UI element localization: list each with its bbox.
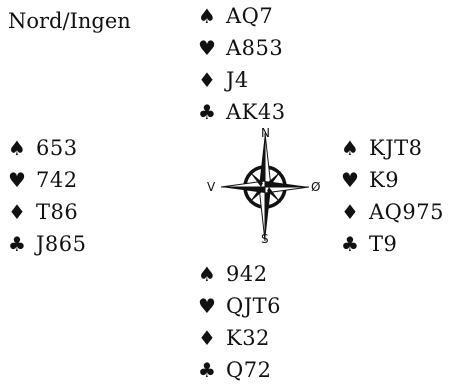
east-clubs-row: ♣ T9 [341,228,444,260]
heart-icon: ♥ [198,294,216,318]
south-spades: 942 [226,262,268,286]
west-hand: ♠ 653 ♥ 742 ♦ T86 ♣ J865 [8,132,87,260]
south-clubs: Q72 [226,358,272,382]
south-spades-row: ♠ 942 [198,258,281,290]
spade-icon: ♠ [8,136,26,160]
club-icon: ♣ [198,358,216,382]
south-hearts: QJT6 [226,294,282,318]
east-diamonds: AQ975 [369,200,444,224]
compass-south-label: S [261,232,269,246]
diamond-icon: ♦ [198,68,216,92]
east-spades-row: ♠ KJT8 [341,132,444,164]
north-diamonds-row: ♦ J4 [198,64,286,96]
east-spades: KJT8 [369,136,423,160]
spade-icon: ♠ [341,136,359,160]
north-spades-row: ♠ AQ7 [198,0,286,32]
south-clubs-row: ♣ Q72 [198,354,281,386]
spade-icon: ♠ [198,4,216,28]
dealer-vulnerability-label: Nord/Ingen [8,9,131,33]
compass-north-label: N [261,126,270,140]
west-hearts: 742 [36,168,78,192]
south-hand: ♠ 942 ♥ QJT6 ♦ K32 ♣ Q72 [198,258,281,386]
club-icon: ♣ [341,232,359,256]
north-clubs: AK43 [226,100,286,124]
heart-icon: ♥ [8,168,26,192]
north-hand: ♠ AQ7 ♥ A853 ♦ J4 ♣ AK43 [198,0,286,128]
east-diamonds-row: ♦ AQ975 [341,196,444,228]
heart-icon: ♥ [341,168,359,192]
heart-icon: ♥ [198,36,216,60]
south-diamonds: K32 [226,326,270,350]
west-spades-row: ♠ 653 [8,132,87,164]
compass-rose-icon: N S Ø V [207,126,320,246]
east-hearts: K9 [369,168,400,192]
west-clubs-row: ♣ J865 [8,228,87,260]
east-hearts-row: ♥ K9 [341,164,444,196]
club-icon: ♣ [8,232,26,256]
north-spades: AQ7 [226,4,274,28]
north-diamonds: J4 [226,68,249,92]
diamond-icon: ♦ [341,200,359,224]
diamond-icon: ♦ [8,200,26,224]
diamond-icon: ♦ [198,326,216,350]
compass-east-label: Ø [311,180,320,194]
north-hearts-row: ♥ A853 [198,32,286,64]
west-hearts-row: ♥ 742 [8,164,87,196]
spade-icon: ♠ [198,262,216,286]
south-hearts-row: ♥ QJT6 [198,290,281,322]
west-diamonds-row: ♦ T86 [8,196,87,228]
compass-west-label: V [207,180,216,194]
east-clubs: T9 [369,232,398,256]
compass-star [220,132,310,242]
west-clubs: J865 [36,232,87,256]
north-hearts: A853 [226,36,284,60]
east-hand: ♠ KJT8 ♥ K9 ♦ AQ975 ♣ T9 [341,132,444,260]
west-diamonds: T86 [36,200,79,224]
south-diamonds-row: ♦ K32 [198,322,281,354]
north-clubs-row: ♣ AK43 [198,96,286,128]
club-icon: ♣ [198,100,216,124]
west-spades: 653 [36,136,78,160]
